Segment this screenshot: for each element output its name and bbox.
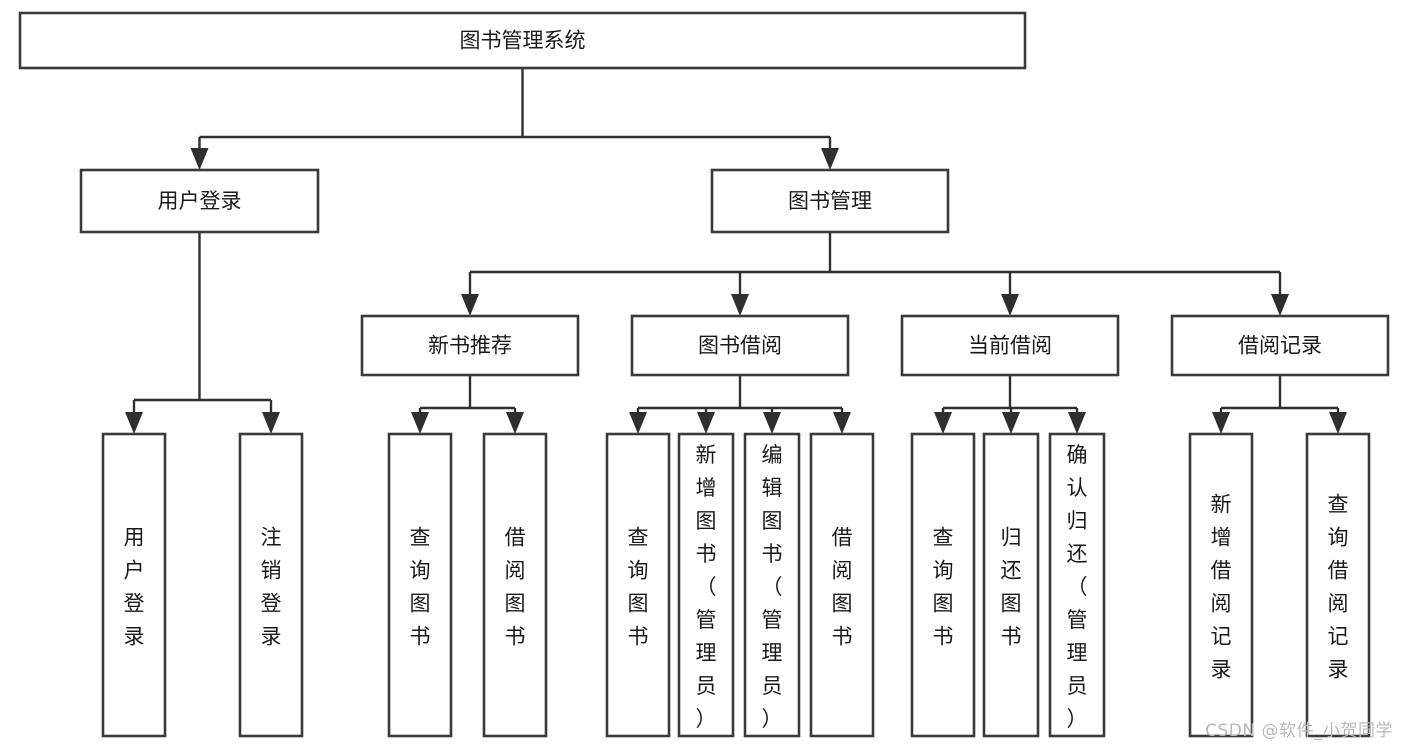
node-leaf-edit-book-admin-box[interactable]	[743, 432, 801, 738]
node-leaf-query-book-2-label: 查询图书	[628, 526, 649, 649]
node-leaf-add-book-admin-box[interactable]	[677, 432, 735, 738]
node-leaf-user-login[interactable]: 用户登录	[101, 432, 167, 738]
node-leaf-logout-login-label: 注销登录	[261, 526, 282, 649]
node-book-borrow[interactable]: 图书借阅	[630, 314, 850, 377]
node-borrow-record[interactable]: 借阅记录	[1170, 314, 1390, 377]
node-borrow-record-box[interactable]	[1170, 314, 1390, 377]
node-book-borrow-box[interactable]	[630, 314, 850, 377]
node-leaf-return-book-label: 归还图书	[1001, 526, 1022, 649]
node-leaf-return-book-box[interactable]	[982, 432, 1040, 738]
node-leaf-add-book-admin-label: 新增图书（管理员）	[696, 443, 717, 731]
connector-layer	[125, 68, 1347, 434]
node-leaf-confirm-return-admin-label: 确认归还（管理员）	[1067, 443, 1088, 731]
node-leaf-edit-book-admin-label: 编辑图书（管理员）	[762, 443, 783, 731]
node-leaf-return-book[interactable]: 归还图书	[982, 432, 1040, 738]
node-leaf-borrow-book-2-label: 借阅图书	[832, 526, 853, 649]
node-leaf-borrow-book-1[interactable]: 借阅图书	[482, 432, 548, 738]
node-current-borrow-box[interactable]	[900, 314, 1120, 377]
node-leaf-query-book-2[interactable]: 查询图书	[605, 432, 671, 738]
node-book-management-label: 图书管理	[788, 189, 872, 213]
node-leaf-confirm-return-admin[interactable]: 确认归还（管理员）	[1048, 432, 1106, 738]
node-leaf-user-login-box[interactable]	[101, 432, 167, 738]
watermark-text: CSDN @软件_小贺同学	[1205, 721, 1393, 741]
node-layer: 图书管理系统用户登录图书管理新书推荐图书借阅当前借阅借阅记录用户登录注销登录查询…	[18, 11, 1390, 738]
node-root-box[interactable]	[18, 11, 1027, 70]
node-leaf-borrow-book-1-box[interactable]	[482, 432, 548, 738]
node-leaf-edit-book-admin[interactable]: 编辑图书（管理员）	[743, 432, 801, 738]
node-book-borrow-label: 图书借阅	[698, 334, 782, 358]
node-new-book-recommend-box[interactable]	[360, 314, 580, 377]
node-leaf-logout-login-box[interactable]	[238, 432, 304, 738]
node-leaf-add-borrow-record[interactable]: 新增借阅记录	[1188, 432, 1254, 738]
node-leaf-query-book-1[interactable]: 查询图书	[387, 432, 453, 738]
node-user-login-label: 用户登录	[158, 189, 242, 213]
node-user-login[interactable]: 用户登录	[79, 168, 320, 234]
node-leaf-borrow-book-1-label: 借阅图书	[505, 526, 526, 649]
node-book-management-box[interactable]	[710, 168, 950, 234]
node-leaf-query-borrow-record-label: 查询借阅记录	[1328, 493, 1349, 682]
node-leaf-add-borrow-record-box[interactable]	[1188, 432, 1254, 738]
node-leaf-query-book-1-box[interactable]	[387, 432, 453, 738]
node-leaf-confirm-return-admin-box[interactable]	[1048, 432, 1106, 738]
node-leaf-logout-login[interactable]: 注销登录	[238, 432, 304, 738]
node-leaf-borrow-book-2-box[interactable]	[809, 432, 875, 738]
node-leaf-add-borrow-record-label: 新增借阅记录	[1211, 493, 1232, 682]
node-leaf-borrow-book-2[interactable]: 借阅图书	[809, 432, 875, 738]
node-user-login-box[interactable]	[79, 168, 320, 234]
node-borrow-record-label: 借阅记录	[1238, 334, 1322, 358]
node-current-borrow-label: 当前借阅	[968, 334, 1052, 358]
node-leaf-user-login-label: 用户登录	[124, 526, 145, 649]
node-root[interactable]: 图书管理系统	[18, 11, 1027, 70]
node-leaf-add-book-admin[interactable]: 新增图书（管理员）	[677, 432, 735, 738]
node-leaf-query-book-3-label: 查询图书	[933, 526, 954, 649]
node-root-label: 图书管理系统	[460, 29, 586, 53]
node-leaf-query-book-2-box[interactable]	[605, 432, 671, 738]
node-new-book-recommend[interactable]: 新书推荐	[360, 314, 580, 377]
node-leaf-query-book-3-box[interactable]	[910, 432, 976, 738]
node-leaf-query-borrow-record[interactable]: 查询借阅记录	[1305, 432, 1371, 738]
node-leaf-query-borrow-record-box[interactable]	[1305, 432, 1371, 738]
node-leaf-query-book-1-label: 查询图书	[410, 526, 431, 649]
node-book-management[interactable]: 图书管理	[710, 168, 950, 234]
node-leaf-query-book-3[interactable]: 查询图书	[910, 432, 976, 738]
node-new-book-recommend-label: 新书推荐	[428, 334, 512, 358]
node-current-borrow[interactable]: 当前借阅	[900, 314, 1120, 377]
